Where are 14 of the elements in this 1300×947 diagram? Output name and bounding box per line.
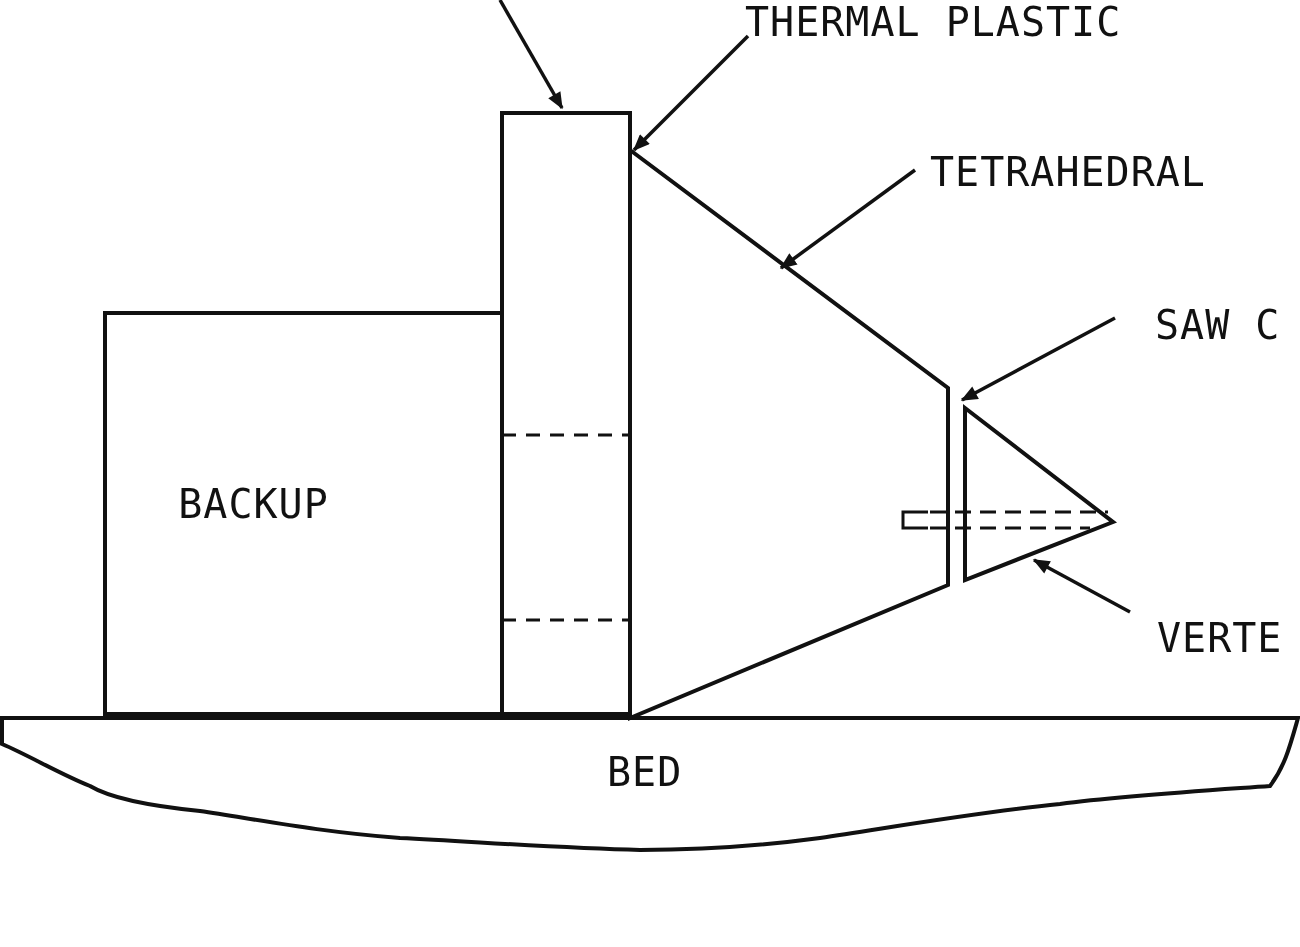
callout-label: SAW C bbox=[1155, 305, 1281, 345]
column-block bbox=[500, 111, 632, 716]
leader-arrow bbox=[632, 34, 750, 152]
bed-label: BED bbox=[607, 752, 683, 792]
leader-arrow bbox=[779, 168, 917, 270]
leader-arrow bbox=[498, 0, 564, 110]
callout-label: TETRAHEDRAL bbox=[930, 152, 1206, 192]
vertex-triangle bbox=[963, 403, 1118, 583]
backup-block bbox=[103, 311, 500, 716]
callout-label: THERMAL PLASTIC bbox=[745, 2, 1122, 42]
block-label: BACKUP bbox=[178, 483, 329, 524]
callout-label: VERTE bbox=[1157, 618, 1283, 658]
leader-arrow bbox=[960, 316, 1116, 402]
leader-arrow bbox=[1032, 558, 1131, 614]
